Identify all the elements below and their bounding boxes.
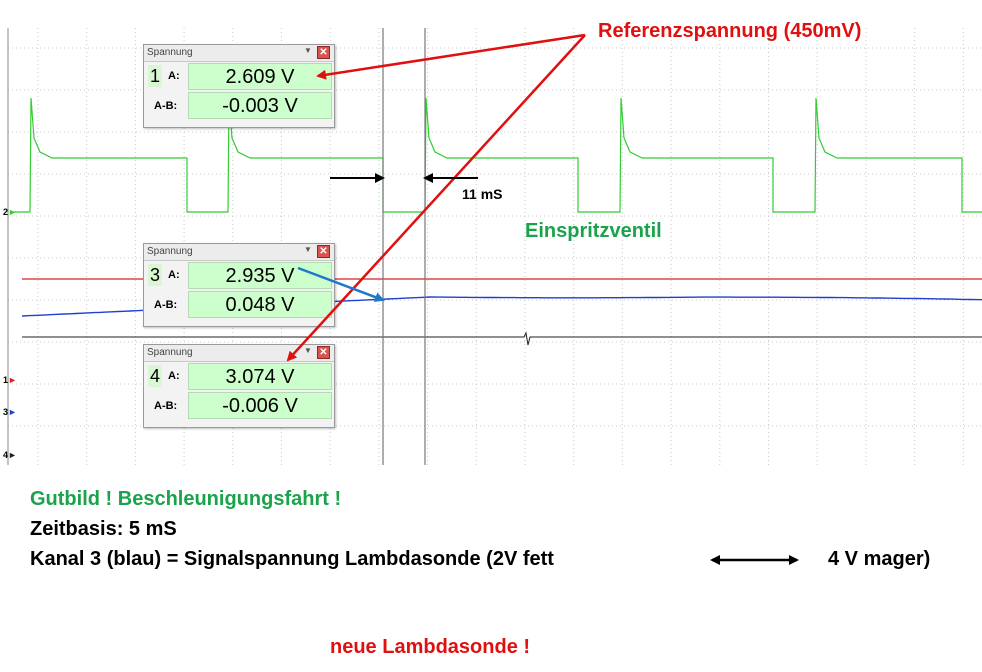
caption-channel-3-lean: 4 V mager) [828, 548, 931, 570]
channel-number: 4 [148, 365, 163, 387]
channel-4-marker[interactable]: 4► [3, 450, 17, 460]
caption-timebase: Zeitbasis: 5 mS [30, 518, 177, 540]
close-icon[interactable]: ✕ [317, 346, 330, 359]
dropdown-icon[interactable]: ▼ [304, 346, 312, 355]
value-a: 3.074 V [188, 363, 332, 390]
label-a: A: [168, 70, 180, 82]
measure-window-channel-3[interactable]: Spannung ▼ ✕ 3 A: A-B: 2.935 V 0.048 V [143, 243, 335, 327]
value-a-b: 0.048 V [188, 291, 332, 318]
measure-window-title: Spannung [147, 246, 193, 257]
close-icon[interactable]: ✕ [317, 46, 330, 59]
value-a-b: -0.003 V [188, 92, 332, 119]
measure-window-channel-1[interactable]: Spannung ▼ ✕ 1 A: A-B: 2.609 V -0.003 V [143, 44, 335, 128]
close-icon[interactable]: ✕ [317, 245, 330, 258]
caption-good-image: Gutbild ! Beschleunigungsfahrt ! [30, 488, 342, 510]
measure-window-title: Spannung [147, 47, 193, 58]
measure-window-titlebar[interactable]: Spannung ▼ ✕ [144, 345, 334, 362]
interval-label: 11 mS [462, 186, 503, 202]
dropdown-icon[interactable]: ▼ [304, 245, 312, 254]
reference-voltage-label: Referenzspannung (450mV) [598, 20, 862, 42]
injector-label: Einspritzventil [525, 220, 662, 242]
label-a: A: [168, 269, 180, 281]
value-a: 2.935 V [188, 262, 332, 289]
label-a-b: A-B: [154, 400, 178, 412]
caption-channel-3: Kanal 3 (blau) = Signalspannung Lambdaso… [30, 548, 554, 570]
label-a-b: A-B: [154, 299, 178, 311]
channel-1-marker[interactable]: 1► [3, 375, 17, 385]
label-a: A: [168, 370, 180, 382]
value-a-b: -0.006 V [188, 392, 332, 419]
measure-window-titlebar[interactable]: Spannung ▼ ✕ [144, 244, 334, 261]
label-a-b: A-B: [154, 100, 178, 112]
channel-number: 1 [148, 65, 163, 87]
channel-2-marker[interactable]: 2► [3, 207, 17, 217]
channel-3-marker[interactable]: 3► [3, 407, 17, 417]
value-a: 2.609 V [188, 63, 332, 90]
caption-new-sensor: neue Lambdasonde ! [330, 636, 531, 658]
dropdown-icon[interactable]: ▼ [304, 46, 312, 55]
measure-window-titlebar[interactable]: Spannung ▼ ✕ [144, 45, 334, 62]
measure-window-title: Spannung [147, 347, 193, 358]
measure-window-channel-4[interactable]: Spannung ▼ ✕ 4 A: A-B: 3.074 V -0.006 V [143, 344, 335, 428]
channel-number: 3 [148, 264, 163, 286]
